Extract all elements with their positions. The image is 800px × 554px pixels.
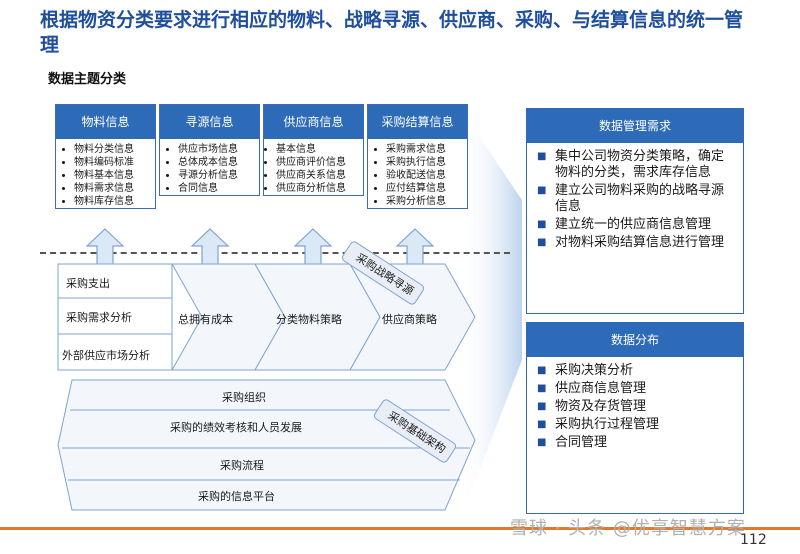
- list-item: 应付结算信息: [386, 182, 467, 195]
- panel-data-distribution: 数据分布 采购决策分析 供应商信息管理 物资及存货管理 采购执行过程管理 合同管…: [526, 322, 744, 514]
- strategy-left-item: 采购需求分析: [66, 311, 132, 324]
- category-material: 物料信息 物料分类信息 物料编码标准 物料基本信息 物料需求信息 物料库存信息: [55, 104, 156, 209]
- panel-data-distribution-title: 数据分布: [527, 323, 743, 357]
- strategy-left-item: 采购支出: [66, 277, 110, 290]
- dashed-divider: [40, 252, 510, 254]
- category-settlement: 采购结算信息 采购需求信息 采购执行信息 验收配送信息 应付结算信息 采购分析信…: [367, 104, 468, 209]
- list-item: 物料库存信息: [74, 195, 155, 208]
- panel-data-management: 数据管理需求 集中公司物资分类策略，确定物料的分类，需求库存信息 建立公司物料采…: [526, 108, 744, 314]
- list-item: 验收配送信息: [386, 169, 467, 182]
- page-number: 112: [740, 532, 767, 548]
- list-item: 采购需求信息: [386, 143, 467, 156]
- footer-divider: [0, 527, 800, 530]
- category-supplier: 供应商信息 基本信息 供应商评价信息 供应商关系信息 供应商分析信息: [263, 104, 364, 196]
- list-item: 供应商关系信息: [276, 169, 363, 182]
- list-item: 集中公司物资分类策略，确定物料的分类，需求库存信息: [537, 149, 735, 181]
- strategy-step: 分类物料策略: [276, 313, 342, 326]
- category-sourcing-title: 寻源信息: [160, 105, 259, 139]
- foundation-row: 采购组织: [222, 391, 266, 404]
- category-settlement-title: 采购结算信息: [368, 105, 467, 139]
- panel-data-management-title: 数据管理需求: [527, 109, 743, 143]
- list-item: 供应市场信息: [178, 143, 259, 156]
- foundation-row: 采购的信息平台: [198, 490, 275, 503]
- section-subtitle: 数据主题分类: [48, 72, 127, 87]
- strategy-left-item: 外部供应市场分析: [62, 349, 150, 362]
- list-item: 采购分析信息: [386, 195, 467, 208]
- list-item: 建立统一的供应商信息管理: [537, 217, 735, 233]
- category-sourcing: 寻源信息 供应市场信息 总体成本信息 寻源分析信息 合同信息: [159, 104, 260, 196]
- list-item: 采购执行过程管理: [537, 417, 735, 433]
- list-item: 物料需求信息: [74, 182, 155, 195]
- foundation-row: 采购的绩效考核和人员发展: [170, 421, 302, 434]
- list-item: 建立公司物料采购的战略寻源信息: [537, 183, 735, 215]
- strategy-step: 总拥有成本: [178, 313, 233, 326]
- list-item: 物料分类信息: [74, 143, 155, 156]
- foundation-row: 采购流程: [220, 459, 264, 472]
- category-supplier-title: 供应商信息: [264, 105, 363, 139]
- list-item: 合同信息: [178, 182, 259, 195]
- list-item: 物资及存货管理: [537, 399, 735, 415]
- list-item: 采购执行信息: [386, 156, 467, 169]
- list-item: 供应商信息管理: [537, 381, 735, 397]
- page-title: 根据物资分类要求进行相应的物料、战略寻源、供应商、采购、与结算信息的统一管理: [40, 9, 744, 56]
- list-item: 物料编码标准: [74, 156, 155, 169]
- list-item: 对物料采购结算信息进行管理: [537, 235, 735, 251]
- list-item: 采购决策分析: [537, 363, 735, 379]
- watermark: 雪球 · 头条 @优享智慧方案: [510, 518, 746, 539]
- strategy-step: 供应商策略: [382, 313, 437, 326]
- list-item: 合同管理: [537, 435, 735, 451]
- list-item: 供应商评价信息: [276, 156, 363, 169]
- list-item: 供应商分析信息: [276, 182, 363, 195]
- category-material-title: 物料信息: [56, 105, 155, 139]
- list-item: 物料基本信息: [74, 169, 155, 182]
- list-item: 基本信息: [276, 143, 363, 156]
- list-item: 总体成本信息: [178, 156, 259, 169]
- list-item: 寻源分析信息: [178, 169, 259, 182]
